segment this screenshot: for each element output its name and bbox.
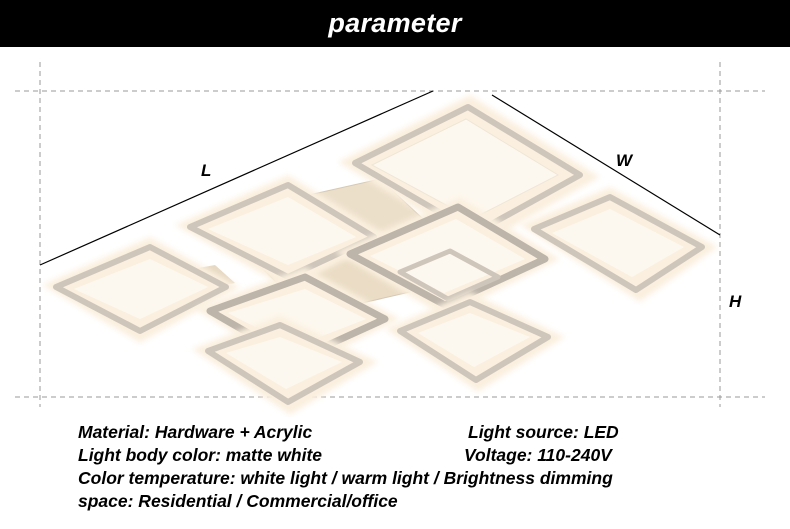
frame-far-left	[42, 237, 240, 343]
frame-right	[520, 187, 718, 302]
spec-color-temperature: Color temperature: white light / warm li…	[78, 468, 613, 488]
header-banner: parameter	[0, 0, 790, 47]
spec-material: Material: Hardware + Acrylic	[78, 422, 313, 442]
height-label: H	[729, 292, 742, 311]
spec-body-color: Light body color: matte white	[78, 445, 323, 465]
length-label: L	[201, 161, 212, 180]
light-frames	[42, 95, 718, 415]
frame-center	[335, 197, 560, 317]
frame-lower-right	[385, 292, 565, 392]
spec-space: space: Residential / Commercial/office	[78, 491, 398, 511]
product-diagram	[15, 62, 765, 415]
frame-bottom	[192, 315, 378, 415]
width-label: W	[616, 151, 633, 170]
dimension-lines	[39, 90, 721, 266]
spec-voltage: Voltage: 110-240V	[464, 445, 612, 465]
page-title: parameter	[328, 8, 462, 38]
spec-light-source: Light source: LED	[468, 422, 619, 442]
